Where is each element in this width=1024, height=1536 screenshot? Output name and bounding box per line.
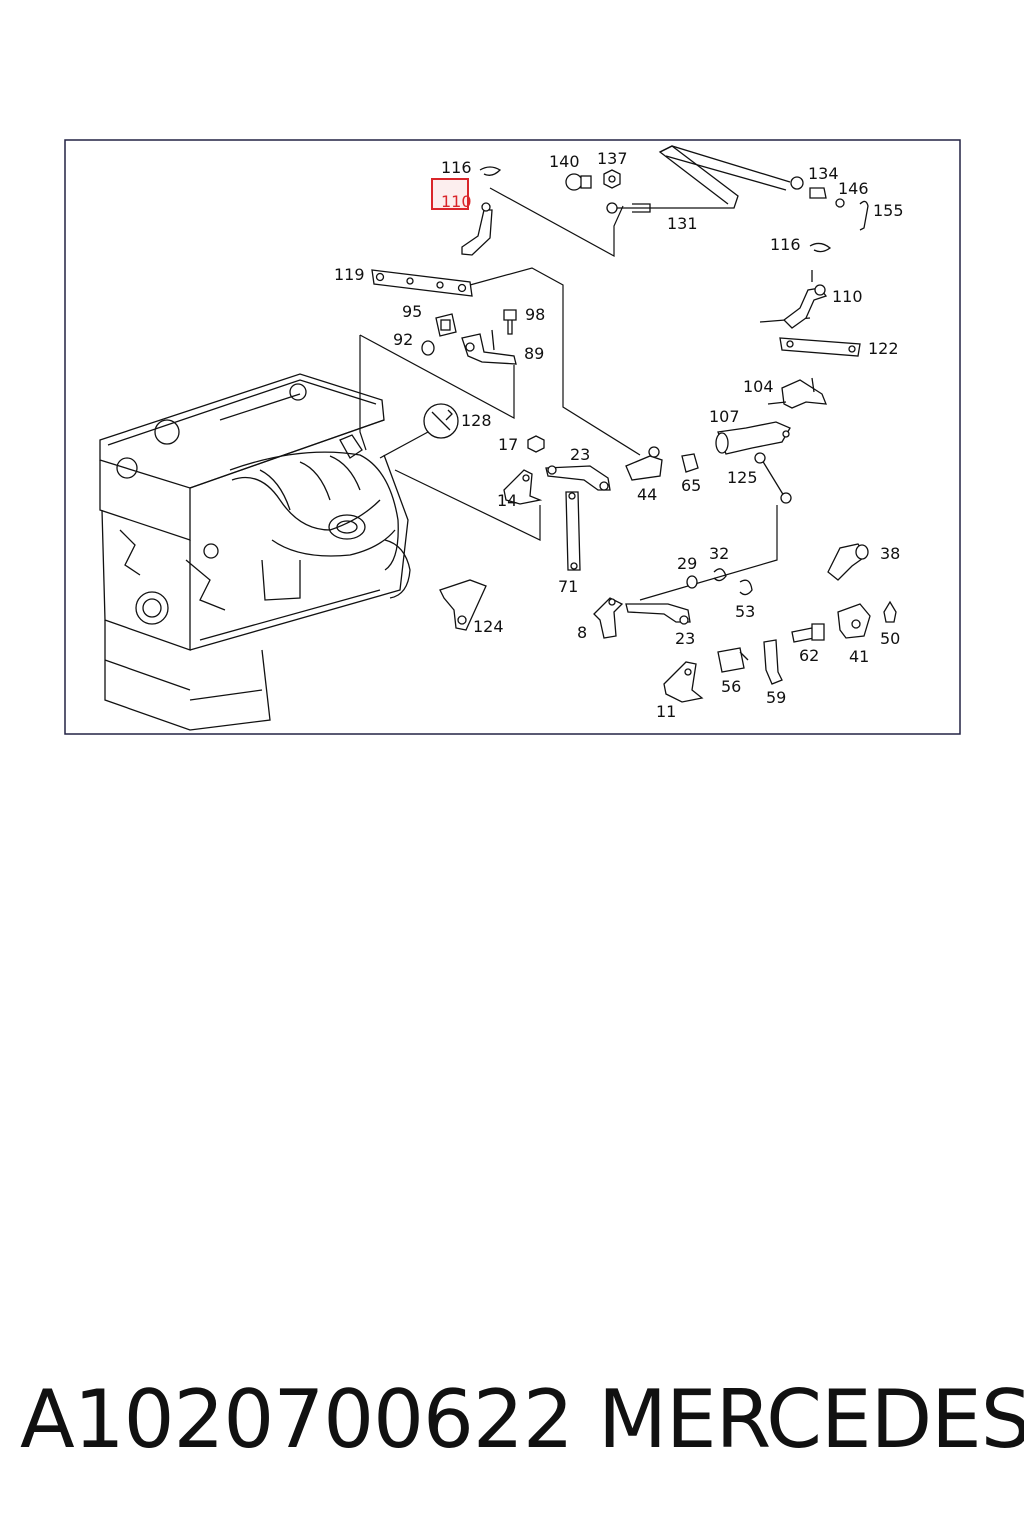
callout-labels: 116 110 140 137 134 146 155 131 116 110 … — [334, 149, 904, 721]
callout-89: 89 — [524, 344, 544, 363]
callout-134: 134 — [808, 164, 839, 183]
callout-29: 29 — [677, 554, 697, 573]
callout-128: 128 — [461, 411, 492, 430]
callout-56: 56 — [721, 677, 741, 696]
callout-8: 8 — [577, 623, 587, 642]
callout-17: 17 — [498, 435, 518, 454]
engine-block-illustration — [99, 373, 411, 731]
callout-92: 92 — [393, 330, 413, 349]
callout-116b: 116 — [770, 235, 801, 254]
parts-diagram: 116 110 140 137 134 146 155 131 116 110 … — [64, 139, 961, 735]
callout-95: 95 — [402, 302, 422, 321]
brand-name: MERCEDES — [598, 1373, 1024, 1466]
callout-23b: 23 — [675, 629, 695, 648]
callout-62: 62 — [799, 646, 819, 665]
callout-71: 71 — [558, 577, 578, 596]
parts-top — [371, 145, 869, 439]
callout-41: 41 — [849, 647, 869, 666]
callout-119: 119 — [334, 265, 365, 284]
callout-146: 146 — [838, 179, 869, 198]
callout-137: 137 — [597, 149, 628, 168]
callout-116a: 116 — [441, 158, 472, 177]
callout-110a: 110 — [441, 192, 472, 211]
callout-38: 38 — [880, 544, 900, 563]
callout-124: 124 — [473, 617, 504, 636]
callout-98: 98 — [525, 305, 545, 324]
part-number: A1020700622 — [20, 1373, 574, 1466]
callout-110b: 110 — [832, 287, 863, 306]
callout-125: 125 — [727, 468, 758, 487]
callout-59: 59 — [766, 688, 786, 707]
callout-140: 140 — [549, 152, 580, 171]
callout-32: 32 — [709, 544, 729, 563]
callout-23a: 23 — [570, 445, 590, 464]
parts-middle — [439, 377, 897, 703]
callout-44: 44 — [637, 485, 657, 504]
callout-155: 155 — [873, 201, 904, 220]
highlight-box — [431, 178, 469, 210]
callout-122: 122 — [868, 339, 899, 358]
callout-131: 131 — [667, 214, 698, 233]
callout-50: 50 — [880, 629, 900, 648]
callout-11: 11 — [656, 702, 676, 721]
callout-65: 65 — [681, 476, 701, 495]
callout-14: 14 — [497, 491, 517, 510]
footer: A1020700622 MERCEDES — [0, 1365, 1024, 1475]
callout-104: 104 — [743, 377, 774, 396]
callout-107: 107 — [709, 407, 740, 426]
callout-53: 53 — [735, 602, 755, 621]
